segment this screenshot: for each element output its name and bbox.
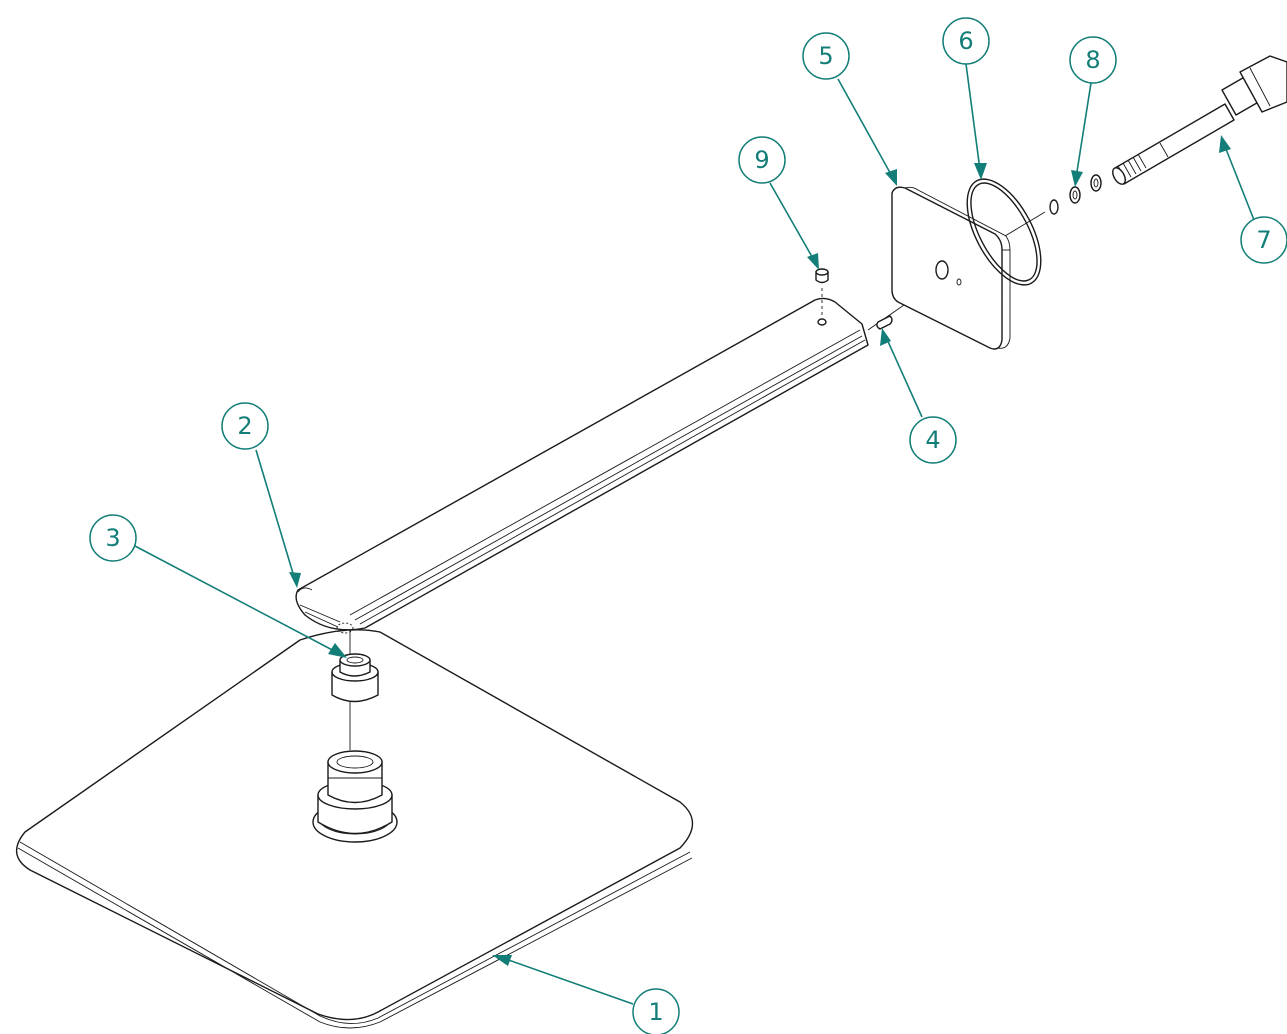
balloon-4: 4 bbox=[880, 328, 957, 464]
balloon-7: 7 bbox=[1219, 135, 1287, 264]
balloon-label-6: 6 bbox=[958, 27, 973, 55]
balloon-label-9: 9 bbox=[754, 146, 769, 174]
wall-flange-plate bbox=[891, 186, 1011, 350]
balloon-6: 6 bbox=[942, 17, 990, 180]
balloon-label-7: 7 bbox=[1256, 226, 1271, 254]
balloon-label-3: 3 bbox=[105, 524, 120, 552]
o-ring bbox=[966, 178, 1046, 286]
balloon-label-5: 5 bbox=[818, 42, 833, 70]
balloon-3: 3 bbox=[89, 514, 347, 658]
balloon-label-2: 2 bbox=[237, 412, 252, 440]
balloon-label-4: 4 bbox=[925, 426, 940, 454]
balloon-label-1: 1 bbox=[648, 998, 663, 1026]
shower-arm bbox=[295, 297, 869, 634]
balloon-2: 2 bbox=[221, 402, 301, 588]
swivel-base bbox=[312, 750, 398, 843]
balloon-8: 8 bbox=[1069, 36, 1117, 187]
balloon-5: 5 bbox=[802, 32, 897, 186]
set-screw bbox=[815, 268, 829, 318]
balloon-1: 1 bbox=[492, 955, 680, 1034]
threaded-supply-pipe bbox=[1112, 55, 1287, 185]
balloon-9: 9 bbox=[738, 136, 819, 270]
balloon-label-8: 8 bbox=[1085, 46, 1100, 74]
